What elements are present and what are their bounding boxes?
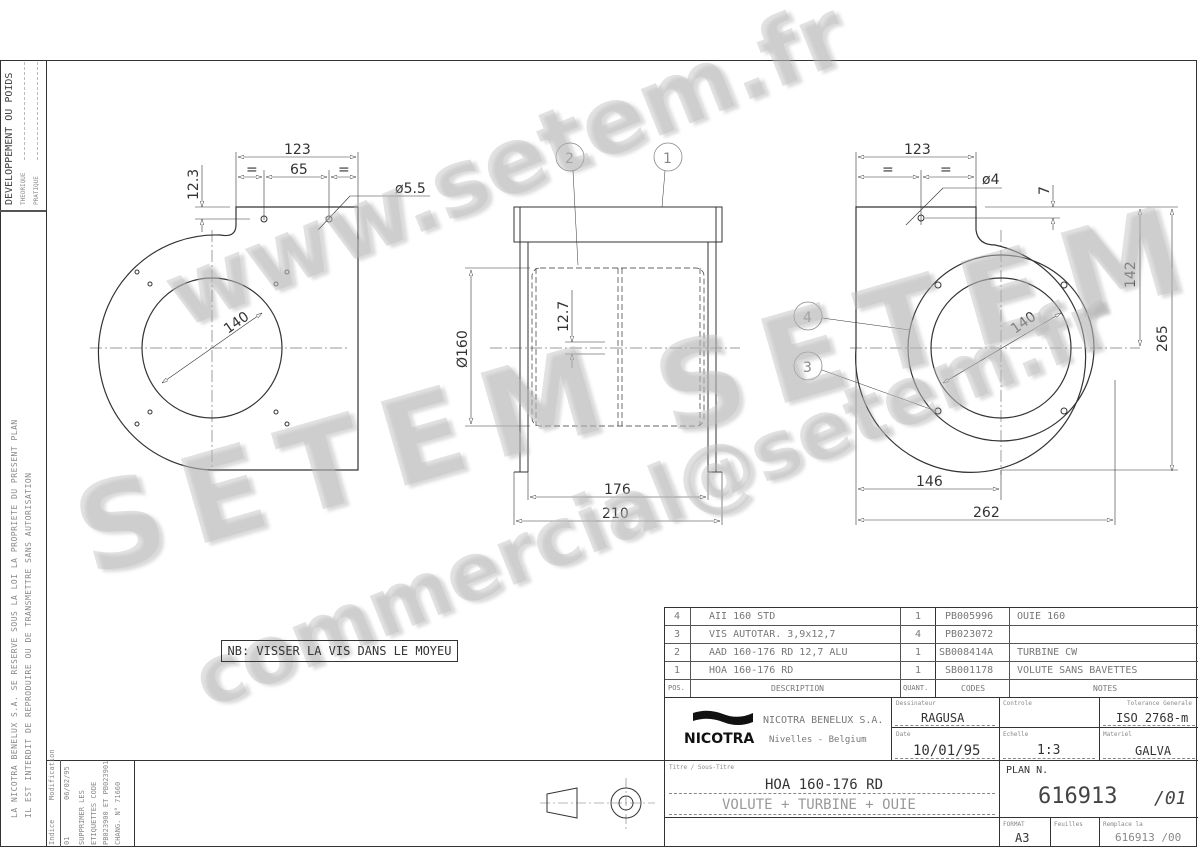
balloon-2-label: 2	[565, 151, 574, 167]
balloon-4-label: 4	[803, 310, 812, 326]
front-dim-eq-right: =	[338, 162, 350, 178]
part-description: AAD 160-176 RD 12,7 ALU	[709, 647, 848, 658]
rear-dim-hole: ø4	[982, 172, 1000, 188]
front-dim-140: 140	[221, 309, 252, 337]
revision-box	[46, 760, 664, 761]
part-description: VIS AUTOTAR. 3,9x12,7	[709, 629, 836, 640]
header-notes: NOTES	[1093, 684, 1118, 693]
part-code: PB005996	[945, 611, 994, 622]
revision-divider	[60, 760, 61, 847]
company-logo	[693, 710, 753, 725]
revision-right-edge	[134, 760, 135, 847]
drawing-subtitle: VOLUTE + TURBINE + OUIE	[722, 797, 916, 813]
rear-dim-eq-left: =	[882, 162, 894, 178]
part-pos: 4	[674, 611, 681, 622]
plan-number: 616913	[1038, 784, 1118, 809]
rear-dim-eq-right: =	[940, 162, 952, 178]
front-dim-123: 123	[284, 142, 311, 158]
plan-label: PLAN N.	[1006, 765, 1049, 776]
header-pos: POS.	[668, 684, 685, 692]
title-label: Titre / Sous-Titre	[669, 764, 735, 771]
side-dim-160: Ø160	[455, 330, 471, 368]
rear-dim-265: 265	[1155, 325, 1171, 352]
front-dim-eq-left: =	[246, 162, 258, 178]
part-quantity: 1	[915, 665, 922, 676]
sheets-label: Feuilles	[1054, 821, 1083, 828]
date-value: 10/01/95	[913, 743, 981, 759]
header-description: DESCRIPTION	[771, 684, 824, 693]
part-pos: 3	[674, 629, 681, 640]
rear-dim-262: 262	[973, 505, 1000, 521]
balloon-3-label: 3	[803, 360, 812, 376]
note-box: NB: VISSER LA VIS DANS LE MOYEU	[221, 640, 458, 662]
part-note: VOLUTE SANS BAVETTES	[1017, 665, 1138, 676]
side-dim-12-7: 12.7	[556, 301, 572, 332]
replaces-value: 616913 /00	[1115, 831, 1182, 844]
drawing-frame	[0, 60, 1197, 847]
part-code: PB023072	[945, 629, 994, 640]
rear-dim-146: 146	[916, 474, 943, 490]
side-view	[465, 142, 740, 525]
company-location: Nivelles - Belgium	[769, 735, 867, 745]
part-quantity: 1	[915, 611, 922, 622]
part-quantity: 4	[915, 629, 922, 640]
part-pos: 1	[674, 665, 681, 676]
part-note: TURBINE CW	[1017, 647, 1078, 658]
part-pos: 2	[674, 647, 681, 658]
designer-label: Dessinateur	[896, 700, 936, 707]
weight-practical-line	[37, 62, 38, 160]
tolerance-value: ISO 2768-m	[1116, 711, 1189, 725]
rear-dim-140: 140	[1008, 309, 1039, 337]
part-description: HOA 160-176 RD	[709, 665, 794, 676]
side-dim-210: 210	[602, 506, 629, 522]
projection-symbol	[540, 778, 655, 830]
front-view	[90, 152, 430, 471]
replaces-label: Remplace la	[1103, 821, 1143, 828]
left-margin-divider	[46, 60, 47, 847]
drawing-title: HOA 160-176 RD	[765, 777, 884, 793]
material-value: GALVA	[1135, 744, 1172, 758]
company-name: NICOTRA BENELUX S.A.	[763, 715, 884, 726]
parts-list: 4 AII 160 STD 1 PB005996 OUIE 160 3 VIS …	[664, 607, 1198, 698]
part-code: SB001178	[945, 665, 994, 676]
front-dim-hole: ø5.5	[395, 181, 426, 197]
rear-view	[793, 152, 1178, 525]
material-label: Materiel	[1103, 731, 1132, 738]
header-quantity: QUANT.	[903, 684, 929, 692]
designer-value: RAGUSA	[921, 711, 965, 725]
format-value: A3	[1015, 831, 1030, 845]
rear-dim-7: 7	[1037, 186, 1053, 195]
weight-box	[0, 60, 46, 212]
front-dim-12-3: 12.3	[186, 169, 202, 200]
front-dim-65: 65	[290, 162, 308, 178]
part-note: OUIE 160	[1017, 611, 1066, 622]
plan-revision: /01	[1154, 788, 1187, 809]
tolerance-label: Tolerance Generale	[1127, 700, 1193, 707]
scale-value: 1:3	[1037, 743, 1061, 758]
weight-theoretical-line	[24, 62, 25, 160]
logo-text: NICOTRA	[684, 731, 755, 747]
title-block: NICOTRA NICOTRA BENELUX S.A. Nivelles - …	[664, 697, 1198, 847]
part-code: SB008414A	[939, 647, 994, 658]
part-quantity: 1	[915, 647, 922, 658]
rear-dim-142: 142	[1123, 261, 1139, 288]
rear-dim-123: 123	[904, 142, 931, 158]
date-label: Date	[896, 731, 911, 738]
balloon-1-label: 1	[663, 151, 672, 167]
control-label: Controle	[1003, 700, 1032, 707]
side-dim-176: 176	[604, 482, 631, 498]
wave-logo-icon	[693, 710, 753, 725]
part-description: AII 160 STD	[709, 611, 776, 622]
format-label: FORMAT	[1003, 821, 1025, 828]
scale-label: Echelle	[1003, 731, 1029, 738]
header-codes: CODES	[961, 684, 986, 693]
